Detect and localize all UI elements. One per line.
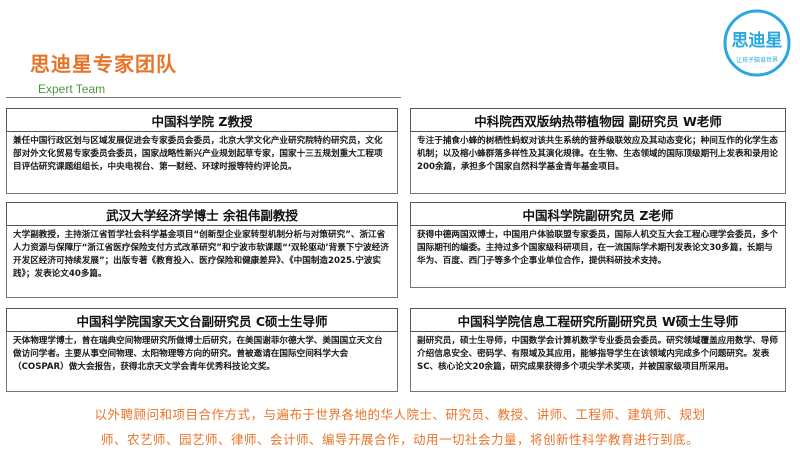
logo-tagline: 让孩子脑谁世界 (736, 56, 778, 64)
expert-card-title: 中科院西双版纳热带植物园 副研究员 W老师 (410, 108, 786, 132)
page-title: 思迪星专家团队 (30, 52, 177, 76)
expert-card-body: 副研究员，硕士生导师，中国数学会计算机数学专业委员会委员。研究领域覆盖应用数学、… (410, 332, 786, 392)
expert-card-title: 中国科学院副研究员 Z老师 (410, 202, 786, 226)
logo-text: 思迪星 (732, 30, 783, 51)
expert-card-body: 兼任中国行政区划与区域发展促进会专家委员会委员，北京大学文化产业研究院特约研究员… (6, 132, 398, 194)
expert-card-title: 中国科学院 Z教授 (6, 108, 398, 132)
header-divider (6, 97, 401, 98)
expert-card-title: 中国科学院国家天文台副研究员 C硕士生导师 (6, 308, 398, 332)
footer-line-2: 师、农艺师、园艺师、律师、会计师、编导开展合作，动用一切社会力量，将创新性科学教… (100, 432, 699, 447)
footer-line-1: 以外聘顾问和项目合作方式，与遍布于世界各地的华人院士、研究员、教授、讲师、工程师… (94, 407, 706, 422)
expert-card-body: 专注于捕食小蜂的树栖性蚂蚁对该共生系统的营养级联效应及其动态变化；种间互作的化学… (410, 132, 786, 194)
expert-card-body: 天体物理学博士，曾在瑞典空间物理研究所做博士后研究，在美国谢菲尔德大学、美国国立… (6, 332, 398, 392)
page-subtitle: Expert Team (38, 82, 106, 96)
expert-card-body: 获得中德两国双博士，中国用户体验联盟专家委员，国际人机交互大会工程心理学会委员，… (410, 226, 786, 288)
expert-card-title: 中国科学院信息工程研究所副研究员 W硕士生导师 (410, 308, 786, 332)
brand-logo: 思迪星 让孩子脑谁世界 (723, 9, 791, 77)
expert-card-body: 大学副教授，主持浙江省哲学社会科学基金项目“创新型企业家转型机制分析与对策研究”… (6, 226, 398, 298)
expert-card-title: 武汉大学经济学博士 余祖伟副教授 (6, 202, 398, 226)
